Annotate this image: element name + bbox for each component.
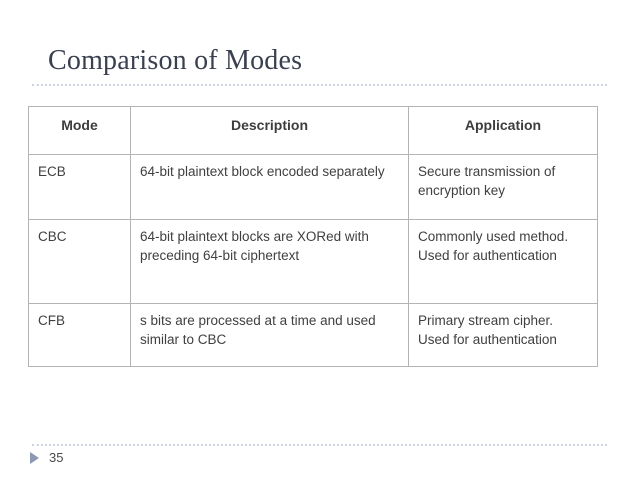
cell-application: Commonly used method. Used for authentic… bbox=[408, 219, 598, 304]
column-header-description: Description bbox=[130, 106, 409, 155]
page-number: 35 bbox=[49, 450, 64, 465]
column-header-application: Application bbox=[408, 106, 598, 155]
comparison-of-modes-table: Mode Description Application ECB 64-bit … bbox=[28, 106, 598, 367]
triangle-right-icon bbox=[30, 451, 39, 464]
cell-application: Primary stream cipher. Used for authenti… bbox=[408, 303, 598, 367]
table-header-row: Mode Description Application bbox=[28, 106, 598, 155]
cell-mode: CBC bbox=[28, 219, 131, 304]
footer-divider bbox=[32, 444, 607, 446]
page-title: Comparison of Modes bbox=[48, 45, 303, 76]
cell-description: 64-bit plaintext block encoded separatel… bbox=[130, 154, 409, 220]
cell-mode: CFB bbox=[28, 303, 131, 367]
table-row: ECB 64-bit plaintext block encoded separ… bbox=[28, 154, 598, 220]
table-row: CBC 64-bit plaintext blocks are XORed wi… bbox=[28, 219, 598, 304]
cell-application: Secure transmission of encryption key bbox=[408, 154, 598, 220]
table-row: CFB s bits are processed at a time and u… bbox=[28, 303, 598, 367]
title-divider bbox=[32, 84, 607, 86]
cell-mode: ECB bbox=[28, 154, 131, 220]
slide-footer: 35 bbox=[30, 450, 63, 465]
cell-description: s bits are processed at a time and used … bbox=[130, 303, 409, 367]
column-header-mode: Mode bbox=[28, 106, 131, 155]
cell-description: 64-bit plaintext blocks are XORed with p… bbox=[130, 219, 409, 304]
